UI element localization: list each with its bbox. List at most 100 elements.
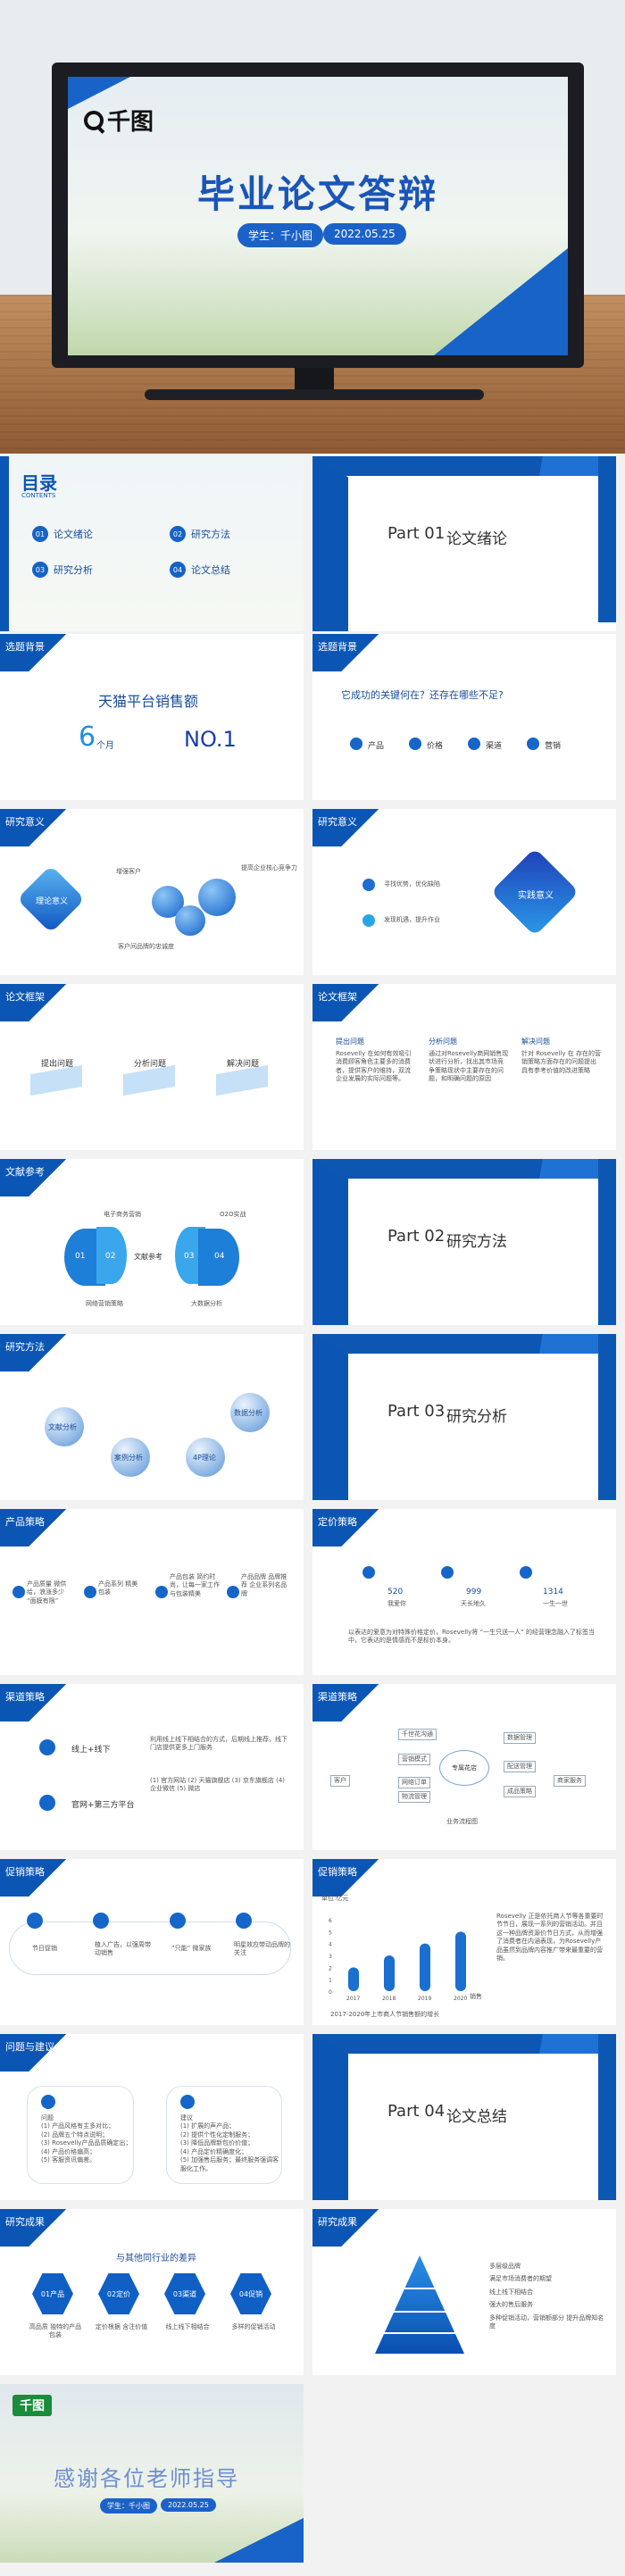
suggest-line: (1) 扩展的声产品；: [180, 2122, 236, 2130]
flow-center: 专属花店: [439, 1750, 489, 1786]
note-text: 客户间品牌的忠诚度: [118, 943, 174, 950]
toc-label: 论文总结: [191, 564, 230, 576]
slide-tab-label: 研究成果: [318, 2216, 357, 2228]
slide-background-1: 选题背景 天猫平台销售额 6 个月 NO.1: [0, 634, 304, 800]
qiantu-logo: 千图: [84, 104, 154, 137]
thanks-date-pill: 2022.05.25: [161, 2498, 216, 2512]
chart-bar: [384, 1955, 395, 1991]
toc-num: 01: [32, 526, 48, 542]
issues-line: (4) 产品价格偏高；: [41, 2147, 96, 2155]
result-hex: 03渠道: [164, 2273, 205, 2314]
slide-methods: 研究方法 文献分析 案例分析 4P理论 数据分析: [0, 1334, 304, 1500]
flow-node: 营销模式: [398, 1754, 430, 1766]
chart-caption: 2017-2020年上市商人节销售额的增长: [330, 2011, 440, 2018]
price-label: 一生一世: [543, 1600, 568, 1607]
slide-significance-1: 研究意义 理论意义 增强客户 提高企业核心竞争力 客户间品牌的忠诚度: [0, 809, 304, 975]
toc-title: 目录: [21, 472, 57, 494]
suggest-line: (4) 产品定价精确度化；: [180, 2147, 248, 2155]
promo-dot: [27, 1913, 43, 1929]
channel-dot: [39, 1795, 55, 1811]
toc-num: 02: [170, 526, 186, 542]
slide-tab-label: 促销策略: [5, 1866, 45, 1878]
step-dot: [155, 1586, 168, 1598]
chart-x-tick: 2017: [346, 1996, 360, 2002]
practice-item: 寻找优势，优化缺陷: [384, 880, 440, 888]
slide-results-1: 研究成果 与其他同行业的差异 01产品 02定价 03渠道 04促销 高品质 独…: [0, 2209, 304, 2375]
thanks-student-pill: 学生：千小图: [100, 2498, 157, 2513]
pricing-note: 以表达的爱意为对特殊价格定价，Rosevelly将 “一生只送一人” 的经营理念…: [348, 1629, 595, 1645]
suggest-dot: [180, 2095, 195, 2109]
slide-issues: 问题与建议 问题 (1) 产品风格有主多对比； (2) 品牌五个特点说明； (3…: [0, 2034, 304, 2200]
toc-label: 研究分析: [54, 564, 93, 576]
thanks-logo: 千图: [12, 2395, 52, 2416]
framework-col-title: 提出问题: [336, 1038, 364, 1046]
literature-label: 网络营销策略: [86, 1300, 123, 1307]
slide-tab-label: 文献参考: [5, 1166, 45, 1178]
literature-label: 大数据分析: [191, 1300, 222, 1307]
petal-num: 03: [184, 1252, 195, 1261]
promo-dot: [236, 1913, 252, 1929]
petal-num: 04: [214, 1252, 225, 1261]
slide-framework-1: 论文框架 提出问题 分析问题 解决问题: [0, 984, 304, 1150]
slide-tab-label: 选题背景: [318, 641, 357, 653]
results-title: 与其他同行业的差异: [116, 2254, 196, 2263]
flow-node: 客户: [330, 1775, 350, 1788]
framework-col-title: 分析问题: [429, 1038, 457, 1046]
suggest-list: 建议 (1) 扩展的声产品； (2) 提供个性化定制服务； (3) 降低品牌新包…: [180, 2114, 280, 2173]
result-note: 多样的促销活动: [231, 2323, 276, 2330]
issues-line: (5) 客服资讯偏差。: [41, 2156, 96, 2164]
results-list: 多层级品牌 满足市场消费者的期望 线上线下相结合 强大的售后服务 多种促销活动，…: [489, 2263, 605, 2331]
framework-card: [216, 1064, 268, 1096]
logo-text: 千图: [107, 109, 154, 136]
factor-label: 渠道: [486, 742, 503, 751]
toc-subtitle: CONTENTS: [21, 492, 56, 499]
factor-label: 价格: [427, 742, 444, 751]
literature-label: O2O实战: [220, 1211, 246, 1218]
thanks-title: 感谢各位老师指导: [54, 2466, 239, 2491]
issues-list: 问题 (1) 产品风格有主多对比； (2) 品牌五个特点说明； (3) Rose…: [41, 2114, 134, 2165]
results-line: 线上线下相结合: [489, 2288, 533, 2296]
price-label: 我爱你: [388, 1600, 406, 1607]
toc-num: 04: [170, 562, 186, 578]
framework-card: [30, 1064, 82, 1096]
promo-item: “只能” 微家族: [171, 1945, 212, 1952]
factor-label: 营销: [545, 742, 562, 751]
hero-title: 毕业论文答辩: [197, 172, 439, 216]
slide-part01: Part 01 论文绪论: [312, 456, 616, 631]
flow-node: 成品策略: [504, 1786, 536, 1798]
promo-item: 明星效应带动品牌的关注: [234, 1941, 290, 1957]
six-months-number: 6: [79, 721, 96, 753]
method-circle: [45, 1407, 84, 1446]
petal: [96, 1227, 127, 1284]
slide-part03: Part 03 研究分析: [312, 1334, 616, 1500]
framework-card-label: 分析问题: [134, 1060, 167, 1069]
hero-banner: 千图 毕业论文答辩 学生：千小图 2022.05.25: [0, 0, 625, 454]
bullet-dot: [350, 738, 362, 750]
slide-pricing: 定价策略 520 我爱你 999 天长地久 1314 一生一世 以表达的爱意为对…: [312, 1509, 616, 1675]
pyramid-divider: [375, 2332, 464, 2334]
framework-col-body: Rosevelly 在如何有效吸引消费顾客角色主要多的消费者，提供客户的维持，双…: [336, 1049, 412, 1083]
flow-node: 商家服务: [554, 1775, 586, 1788]
part-number: Part 01: [388, 524, 446, 543]
note-text: 提高企业核心竞争力: [241, 864, 297, 871]
flow-node: 网络订单: [398, 1777, 430, 1789]
result-hex: 02定价: [98, 2273, 139, 2314]
slide-tab-label: 论文框架: [318, 991, 357, 1003]
note-text: 增强客户: [116, 868, 141, 875]
slide-tab-label: 研究成果: [5, 2216, 45, 2228]
part-number: Part 02: [388, 1227, 446, 1246]
toc-item-4[interactable]: 04 论文总结: [170, 562, 230, 578]
literature-center: 文献参考: [134, 1253, 162, 1261]
price-dot: [362, 1566, 375, 1579]
part-title: 研究分析: [446, 1408, 507, 1426]
framework-col-body: 针对 Rosevelly 在 存在的营销策略方面存在的问题提出具有参考价值的改进…: [521, 1049, 601, 1074]
slide-tab-label: 研究意义: [318, 816, 357, 828]
monitor-screen: 千图 毕业论文答辩 学生：千小图 2022.05.25: [68, 77, 568, 355]
slide-background-2: 选题背景 它成功的关键何在？还存在哪些不足? 产品 价格 渠道 营销: [312, 634, 616, 800]
bullet-dot: [527, 738, 539, 750]
bullet-dot: [468, 738, 480, 750]
